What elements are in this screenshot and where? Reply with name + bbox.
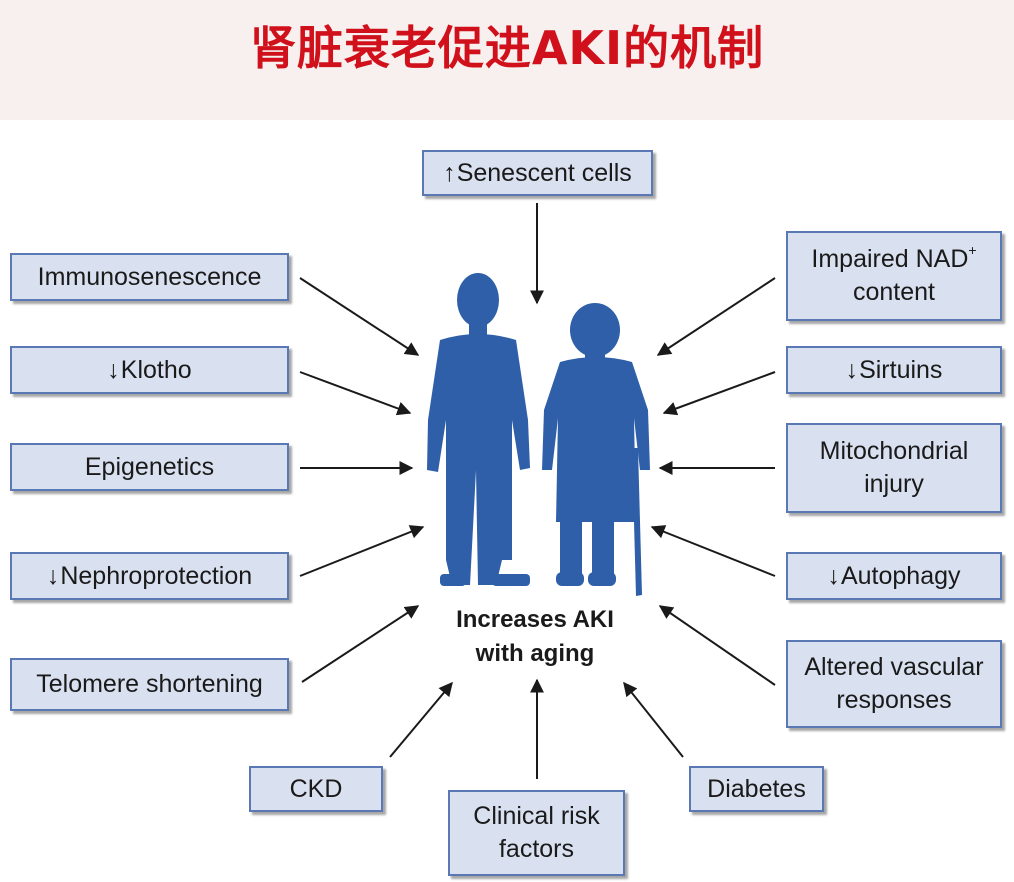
box-telomere-shortening: Telomere shortening: [10, 658, 289, 711]
box-mitochondrial-injury: Mitochondrial injury: [786, 423, 1002, 513]
box-diabetes: Diabetes: [689, 766, 824, 812]
box-label: Klotho: [120, 355, 192, 384]
arrow-immuno: [299, 277, 420, 356]
arrow-telomere: [301, 605, 420, 683]
box-label: Autophagy: [840, 561, 961, 590]
arrow-sirtuins: [662, 371, 776, 416]
man-silhouette-icon: [427, 273, 530, 586]
arrow-vascular: [658, 605, 776, 686]
box-ckd: CKD: [249, 766, 383, 812]
nad-text: Impaired NAD: [811, 245, 969, 273]
box-label-line2: content: [852, 278, 935, 306]
title-banner: [0, 0, 1014, 120]
box-klotho: ↓Klotho: [10, 346, 289, 394]
center-caption: Increases AKI with aging: [410, 603, 660, 671]
page-title: 肾脏衰老促进AKI的机制: [249, 21, 765, 75]
woman-silhouette-icon: [542, 303, 650, 596]
box-immunosenescence: Immunosenescence: [10, 253, 289, 301]
box-label: Diabetes: [707, 774, 806, 803]
box-label-line1: Mitochondrial: [819, 437, 969, 465]
arrow-nad: [656, 277, 776, 356]
down-arrow-icon: ↓: [827, 561, 840, 590]
down-arrow-icon: ↓: [46, 561, 60, 590]
down-arrow-icon: ↓: [845, 355, 859, 384]
box-label: Epigenetics: [84, 452, 215, 481]
box-clinical-risk-factors: Clinical risk factors: [448, 790, 625, 876]
box-label-line1: Clinical risk: [473, 802, 600, 830]
box-label-line1: Altered vascular: [804, 653, 984, 681]
box-label: Immunosenescence: [37, 262, 262, 291]
box-senescent-cells: ↑Senescent cells: [422, 150, 653, 196]
box-label: Telomere shortening: [36, 670, 263, 698]
up-arrow-icon: ↑: [443, 158, 456, 187]
arrow-autophagy: [650, 525, 776, 577]
box-label: Sirtuins: [859, 355, 943, 384]
arrow-klotho: [299, 371, 412, 416]
nad-superscript: +: [968, 242, 977, 258]
box-altered-vascular-responses: Altered vascular responses: [786, 640, 1002, 728]
box-label-line1: Impaired NAD+: [811, 243, 976, 276]
arrow-ckd: [389, 681, 453, 758]
elderly-couple-icon: [427, 273, 650, 596]
box-nephroprotection: ↓Nephroprotection: [10, 552, 289, 600]
box-label: Senescent cells: [456, 158, 632, 187]
box-label-line2: injury: [864, 470, 924, 498]
arrow-diabetes: [623, 681, 684, 758]
box-autophagy: ↓Autophagy: [786, 552, 1002, 600]
box-label-line2: factors: [498, 835, 575, 863]
down-arrow-icon: ↓: [107, 355, 120, 384]
center-caption-line2: with aging: [475, 640, 595, 667]
center-caption-line1: Increases AKI: [456, 606, 614, 633]
box-label-line2: responses: [836, 686, 952, 714]
box-label: Nephroprotection: [60, 561, 253, 590]
box-epigenetics: Epigenetics: [10, 443, 289, 491]
arrow-nephro: [299, 525, 425, 577]
box-impaired-nad: Impaired NAD+ content: [786, 231, 1002, 321]
box-sirtuins: ↓Sirtuins: [786, 346, 1002, 394]
box-label: CKD: [289, 774, 343, 803]
